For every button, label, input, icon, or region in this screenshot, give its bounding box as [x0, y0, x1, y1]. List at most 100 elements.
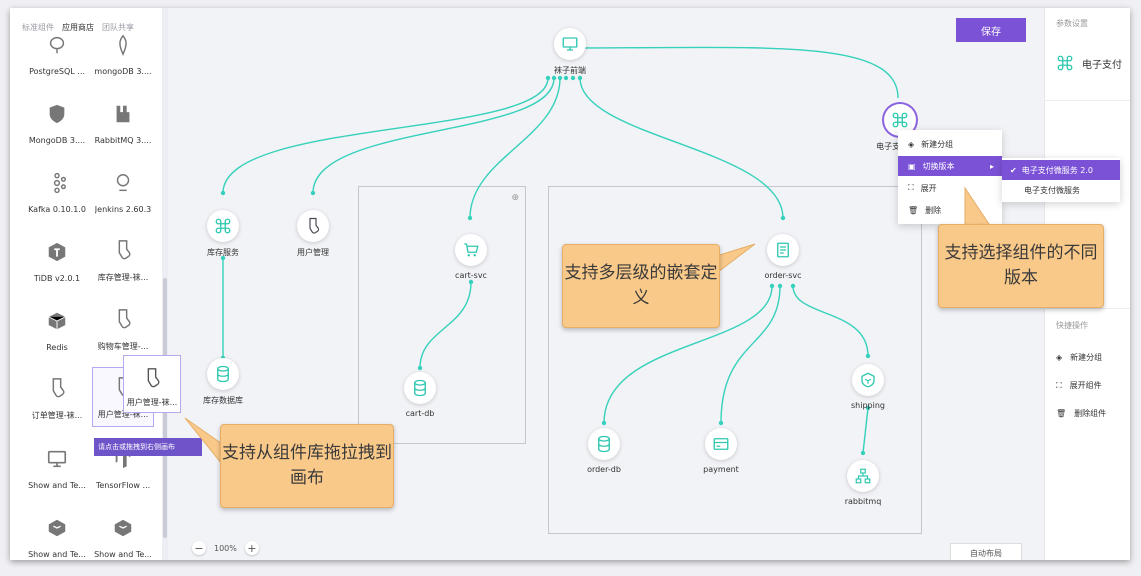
quick-actions-title: 快捷操作: [1056, 321, 1088, 330]
library-card-icon: [111, 171, 135, 195]
library-card[interactable]: mongoDB 3....: [92, 22, 154, 82]
library-card-icon: [111, 238, 135, 262]
library-card[interactable]: Show and Te...: [92, 505, 154, 560]
version-option-default[interactable]: 电子支付微服务: [1002, 180, 1120, 200]
callout-drag-drop: 支持从组件库拖拉拽到画布: [220, 424, 394, 508]
node-label-invdb: 库存数据库: [203, 396, 243, 405]
panel-action-expand[interactable]: ⛶展开组件: [1056, 380, 1102, 391]
node-rabbitmq[interactable]: [847, 460, 879, 492]
version-option-2-0[interactable]: ✔ 电子支付微服务 2.0: [1002, 160, 1120, 180]
node-label-cart: cart-svc: [455, 271, 487, 280]
library-card-icon: [111, 307, 135, 331]
library-card[interactable]: 购物车管理-...: [92, 298, 154, 358]
callout-nested: 支持多层级的嵌套定义: [562, 244, 720, 328]
node-cartdb[interactable]: [404, 372, 436, 404]
zoom-control: − 100% +: [192, 541, 259, 555]
library-card-label: Show and Te...: [94, 550, 152, 559]
library-card-label: Jenkins 2.60.3: [94, 205, 152, 214]
library-card[interactable]: RabbitMQ 3....: [92, 91, 154, 151]
library-card-icon: [45, 102, 69, 126]
layers-icon: ◈: [908, 139, 915, 149]
command-icon: [892, 112, 908, 128]
selected-component-name: 电子支付: [1082, 59, 1122, 71]
library-tabs: 标准组件 应用商店 团队共享: [22, 22, 134, 33]
panel-action-new-group[interactable]: ◈新建分组: [1056, 352, 1102, 363]
sock-icon: [52, 378, 65, 398]
panel-action-delete[interactable]: 🗑删除组件: [1056, 408, 1106, 419]
node-label-inventory: 库存服务: [207, 248, 239, 257]
swap-icon: ▣: [908, 161, 916, 171]
panel-action-label: 删除组件: [1074, 409, 1107, 418]
menu-item-expand[interactable]: ⛶展开: [898, 178, 1002, 198]
tab-standard[interactable]: 标准组件: [22, 23, 54, 32]
node-label-orderdb: order-db: [587, 465, 621, 474]
node-label-payment: payment: [703, 465, 739, 474]
zoom-in-button[interactable]: +: [244, 541, 259, 555]
node-front[interactable]: [554, 28, 586, 60]
save-button[interactable]: 保存: [956, 18, 1026, 42]
zoom-out-button[interactable]: −: [192, 541, 206, 555]
library-card[interactable]: 订单管理-袜...: [26, 367, 88, 427]
menu-item-new-group[interactable]: ◈新建分组: [898, 134, 1002, 154]
monitor-icon: [47, 450, 67, 468]
box-icon: [114, 519, 132, 537]
library-card-label: TensorFlow ...: [95, 481, 151, 490]
node-user[interactable]: [297, 210, 329, 242]
library-card-icon: [45, 447, 69, 471]
tab-team-shared[interactable]: 团队共享: [102, 23, 134, 32]
library-card[interactable]: 库存管理-袜...: [92, 229, 154, 289]
menu-item-label: 展开: [920, 183, 937, 193]
database-icon: [414, 379, 426, 397]
library-card[interactable]: PostgreSQL ...: [26, 22, 88, 82]
panel-divider: [1044, 308, 1130, 309]
menu-item-switch-version[interactable]: ▣切换版本▸: [898, 156, 1002, 176]
version-option-label: 电子支付微服务 2.0: [1021, 165, 1093, 175]
library-card[interactable]: Show and Te...: [26, 436, 88, 496]
library-card-label: PostgreSQL ...: [29, 67, 85, 76]
sock-icon: [147, 368, 160, 388]
library-card-label: Show and Te...: [28, 481, 86, 490]
check-icon: ✔: [1010, 165, 1017, 175]
node-order[interactable]: [767, 234, 799, 266]
auto-layout-button[interactable]: 自动布局: [950, 543, 1022, 560]
rabbitmq-icon: [116, 105, 130, 123]
node-cart[interactable]: [455, 234, 487, 266]
node-payment[interactable]: [705, 428, 737, 460]
menu-item-delete[interactable]: 🗑删除: [898, 200, 1002, 220]
drag-ghost-card[interactable]: 用户管理-袜...: [123, 355, 181, 413]
library-card[interactable]: Jenkins 2.60.3: [92, 160, 154, 220]
shield-icon: [49, 104, 65, 124]
link-front-order: [579, 77, 784, 219]
library-card[interactable]: TiDB v2.0.1: [26, 229, 88, 289]
menu-item-label: 删除: [925, 205, 942, 215]
group-settings-icon[interactable]: ⊕: [511, 193, 519, 203]
node-orderdb[interactable]: [588, 428, 620, 460]
link-order-orderdb: [603, 285, 773, 424]
card-icon: [713, 438, 729, 450]
tab-app-store[interactable]: 应用商店: [62, 23, 94, 32]
library-card-label: 用户管理-袜...: [97, 410, 149, 419]
library-card-icon: [45, 516, 69, 540]
cube-icon: [48, 312, 66, 330]
jenkins-icon: [116, 174, 130, 192]
group-cart[interactable]: ⊕: [358, 186, 526, 444]
library-card[interactable]: Redis: [26, 298, 88, 358]
library-card-label: TiDB v2.0.1: [33, 274, 81, 283]
link-order-shipping: [792, 285, 869, 357]
library-card-label: RabbitMQ 3....: [94, 136, 152, 145]
node-inventory[interactable]: [207, 210, 239, 242]
library-card-label: Redis: [46, 343, 68, 352]
library-card[interactable]: Kafka 0.10.1.0: [26, 160, 88, 220]
callout-version: 支持选择组件的不同版本: [938, 224, 1104, 308]
library-card-icon: [45, 376, 69, 400]
library-card[interactable]: Show and Te...: [26, 505, 88, 560]
node-label-user: 用户管理: [297, 248, 329, 257]
node-shipping[interactable]: [852, 364, 884, 396]
database-icon: [598, 435, 610, 453]
node-invdb[interactable]: [207, 358, 239, 390]
panel-divider: [1044, 100, 1130, 101]
sock-icon: [309, 217, 320, 234]
link-cart-cartdb: [419, 281, 472, 369]
library-card[interactable]: MongoDB 3....: [26, 91, 88, 151]
link-front-pay: [572, 46, 899, 99]
